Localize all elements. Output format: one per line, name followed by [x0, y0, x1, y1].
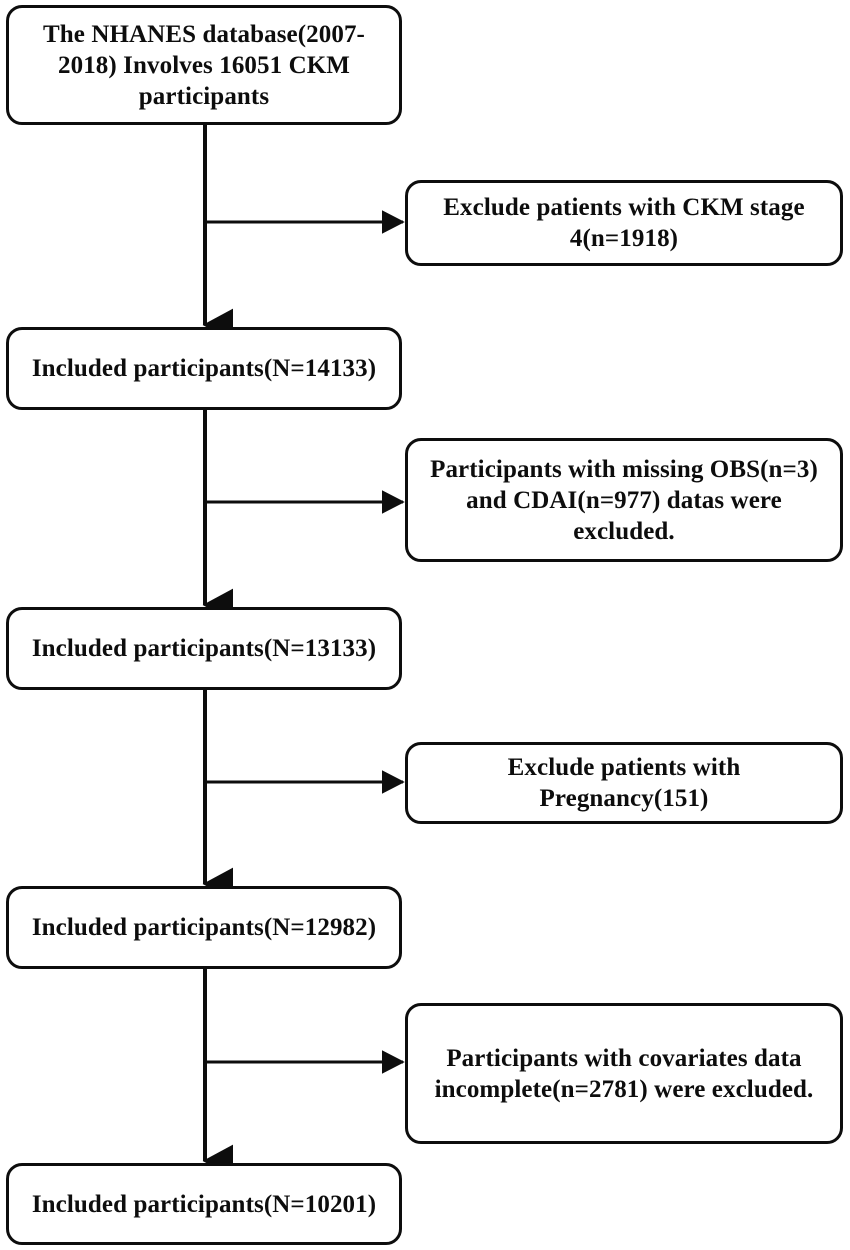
flow-node-exclude-missing-obs-cdai: Participants with missing OBS(n=3) and C… — [405, 438, 843, 562]
flow-node-label: Participants with missing OBS(n=3) and C… — [430, 455, 818, 545]
flow-node-included-3: Included participants(N=12982) — [6, 886, 402, 969]
flow-node-included-final: Included participants(N=10201) — [6, 1163, 402, 1245]
flow-node-source: The NHANES database(2007- 2018) Involves… — [6, 5, 402, 125]
flow-node-label: Included participants(N=10201) — [31, 1190, 377, 1218]
flow-node-label: Exclude patients with Pregnancy(151) — [507, 754, 741, 812]
flow-node-exclude-pregnancy: Exclude patients with Pregnancy(151) — [405, 742, 843, 824]
flow-node-label: Included participants(N=14133) — [31, 355, 377, 382]
flow-node-label: Included participants(N=12982) — [31, 914, 377, 941]
flow-node-label: Participants with covariates data incomp… — [434, 1044, 814, 1103]
flow-node-included-1: Included participants(N=14133) — [6, 327, 402, 410]
flow-node-label: Exclude patients with CKM stage 4(n=1918… — [443, 194, 805, 252]
flow-node-exclude-covariates-incomplete: Participants with covariates data incomp… — [405, 1003, 843, 1144]
flow-node-label: Included participants(N=13133) — [31, 635, 377, 662]
flow-node-included-2: Included participants(N=13133) — [6, 607, 402, 690]
flow-node-exclude-ckm-stage4: Exclude patients with CKM stage 4(n=1918… — [405, 180, 843, 266]
flow-node-label: The NHANES database(2007- 2018) Involves… — [43, 20, 365, 110]
